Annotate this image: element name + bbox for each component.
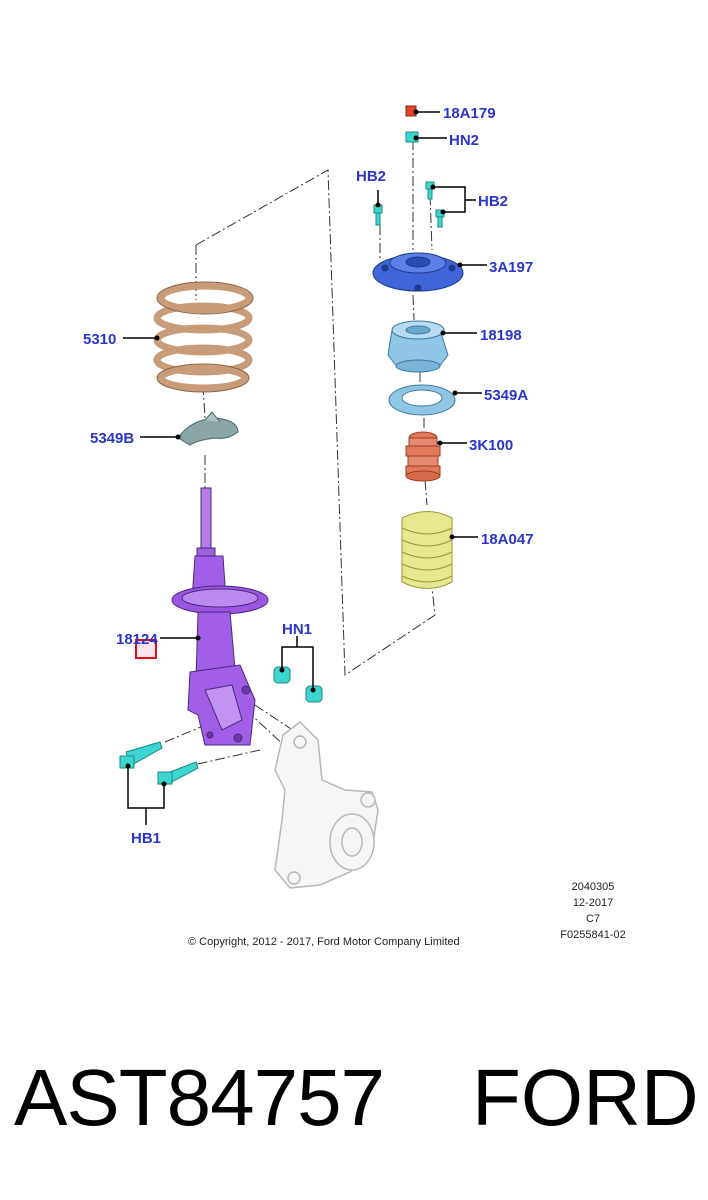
copyright-notice: © Copyright, 2012 - 2017, Ford Motor Com… bbox=[188, 936, 460, 948]
drawing-revision: C7 bbox=[585, 913, 601, 925]
brand-name: FORD bbox=[472, 1053, 699, 1142]
figure-number: F0255841-02 bbox=[560, 929, 626, 941]
callout-18124: 18124 bbox=[116, 631, 158, 648]
coil-spring bbox=[153, 282, 253, 392]
highlight-box bbox=[135, 639, 157, 659]
exploded-parts-diagram: 18A179 HN2 HB2 HB2 3A197 18198 5349A 3K1… bbox=[83, 105, 534, 889]
dust-boot bbox=[401, 511, 453, 589]
part-number: AST84757 bbox=[14, 1053, 385, 1142]
leader-dots bbox=[125, 109, 463, 787]
shock-absorber-strut bbox=[171, 487, 269, 746]
callout-HB2-right: HB2 bbox=[478, 193, 508, 210]
callout-HN2: HN2 bbox=[449, 132, 479, 149]
bump-stop bbox=[405, 431, 441, 482]
upper-spring-insulator bbox=[388, 384, 456, 416]
drawing-date: 12-2017 bbox=[572, 897, 614, 909]
callout-5310: 5310 bbox=[83, 331, 116, 348]
steering-knuckle bbox=[274, 721, 379, 889]
callout-HN1: HN1 bbox=[282, 621, 312, 638]
fasteners bbox=[119, 105, 445, 785]
strut-bearing bbox=[387, 320, 449, 373]
top-mount bbox=[372, 252, 464, 292]
leader-lines bbox=[123, 111, 487, 825]
callout-3A197: 3A197 bbox=[489, 259, 533, 276]
callout-18198: 18198 bbox=[480, 327, 522, 344]
callout-HB2-left: HB2 bbox=[356, 168, 386, 185]
drawing-metadata: 2040305 12-2017 C7 F0255841-02 bbox=[555, 879, 631, 943]
callout-3K100: 3K100 bbox=[469, 437, 513, 454]
callout-18A179: 18A179 bbox=[443, 105, 496, 122]
callout-18A047: 18A047 bbox=[481, 531, 534, 548]
callout-5349B: 5349B bbox=[90, 430, 134, 447]
lower-spring-insulator bbox=[177, 411, 239, 446]
callout-HB1: HB1 bbox=[131, 830, 161, 847]
drawing-code: 2040305 bbox=[571, 881, 615, 893]
callout-5349A: 5349A bbox=[484, 387, 528, 404]
